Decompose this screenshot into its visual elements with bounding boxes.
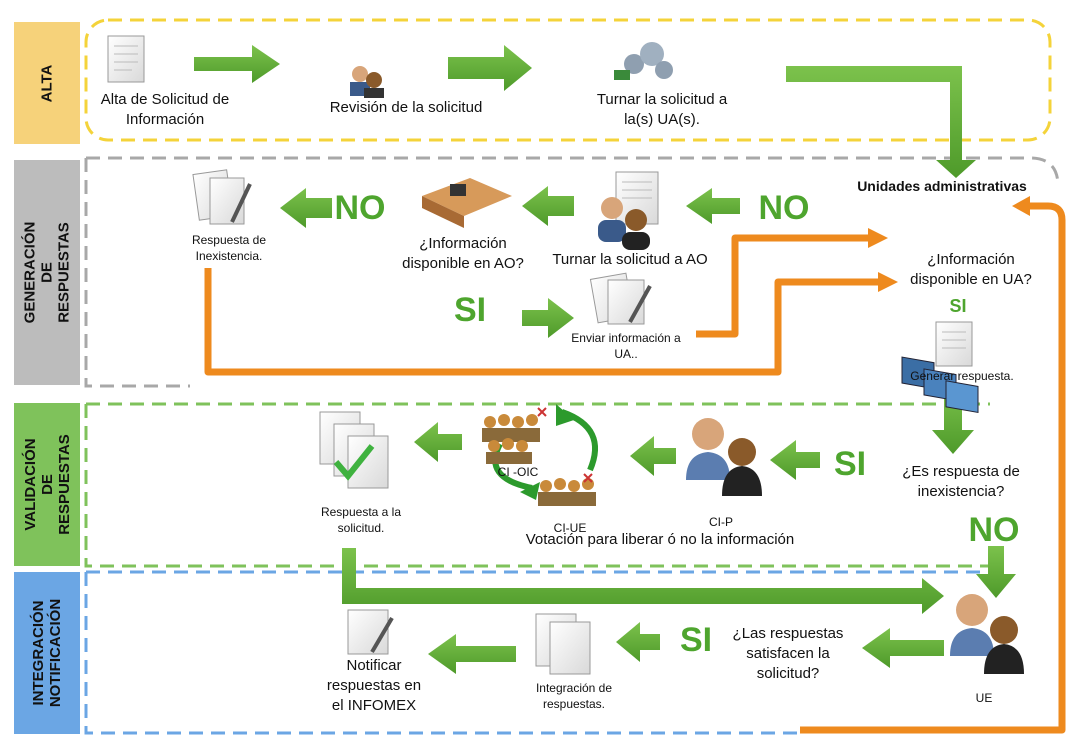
- lane-border-integracion: [84, 570, 990, 735]
- step-notificar-infomex: Notificar respuestas en el INFOMEX: [326, 657, 422, 714]
- label-si-ua: SI: [949, 296, 967, 316]
- cycle-arrowhead-2: [520, 482, 540, 500]
- person-pair-icon-revision: [350, 66, 384, 98]
- lane-border-generacion: [84, 156, 1060, 388]
- lane-border-validacion: [84, 402, 1000, 568]
- gears-icon: [614, 42, 673, 80]
- label-no-ao: NO: [334, 189, 386, 227]
- office-desk-icon: [422, 178, 512, 228]
- label-ci-oic: CI -OIC: [497, 465, 539, 479]
- document-pen-icon-notificar: [347, 609, 394, 655]
- document-stack-icon-integracion: [535, 613, 591, 675]
- step-integracion-respuestas: Integración de respuestas.: [535, 681, 613, 711]
- orange-arrowhead-ua-2: [878, 272, 898, 292]
- person-pair-icon-turnar-ao: [598, 197, 650, 250]
- label-si-ao: SI: [453, 291, 487, 329]
- label-ue: UE: [975, 691, 993, 705]
- unidades-administrativas-title: Unidades administrativas: [857, 178, 1027, 194]
- label-ci-p: CI-P: [709, 515, 733, 529]
- group-icon-ci-oic: [482, 414, 540, 464]
- document-icon-generar: [935, 321, 973, 367]
- question-satisfacen: ¿Las respuestas satisfacen la solicitud?: [732, 625, 844, 682]
- step-revision: Revisión de la solicitud: [329, 99, 483, 116]
- lane-box-integracion: [14, 572, 80, 734]
- lane-border-alta: [84, 18, 1052, 142]
- step-turnar-ua: Turnar la solicitud a la(s) UA(s).: [596, 91, 728, 128]
- orange-connectors: [204, 202, 1066, 734]
- person-pair-icon-cip: [686, 418, 762, 496]
- document-pen-icon-enviar: [589, 272, 652, 325]
- step-enviar-info: Enviar información a UA..: [571, 331, 681, 361]
- label-si-integracion: SI: [679, 621, 713, 659]
- label-no-ua: NO: [758, 189, 810, 227]
- step-generar-respuesta: Generar respuesta.: [910, 369, 1014, 383]
- vote-marks: [537, 407, 593, 483]
- label-no-validacion: NO: [968, 511, 1020, 549]
- green-arrows: [194, 45, 1016, 674]
- person-pair-icon-ue: [950, 594, 1024, 674]
- lane-label-alta: ALTA: [38, 64, 56, 102]
- orange-arrowhead-loop: [1012, 196, 1030, 216]
- lane-label-generacion: GENERACIÓN DE RESPUESTAS: [21, 221, 73, 324]
- lane-label-validacion: VALIDACIÓN DE RESPUESTAS: [21, 434, 73, 535]
- cycle-arrowhead-1: [556, 404, 574, 426]
- group-icon-ci-ue: [538, 478, 596, 506]
- orange-arrowhead-ua-1: [868, 228, 888, 248]
- document-check-icon-respuesta: [319, 411, 389, 489]
- document-pen-icon-inexistencia: [192, 169, 252, 225]
- label-si-validacion: SI: [833, 445, 867, 483]
- step-alta-solicitud: Alta de Solicitud de Información: [100, 91, 230, 128]
- lane-box-generacion: [14, 160, 80, 385]
- step-respuesta-inexistencia: Respuesta de Inexistencia.: [191, 233, 267, 263]
- question-ao: ¿Información disponible en AO?: [402, 235, 524, 272]
- label-ci-ue: CI-UE: [553, 521, 587, 535]
- question-inexistencia: ¿Es respuesta de inexistencia?: [902, 463, 1020, 500]
- step-turnar-ao: Turnar la solicitud a AO: [552, 251, 708, 268]
- screens-icon-ua: [901, 356, 979, 414]
- step-respuesta-solicitud: Respuesta a la solicitud.: [320, 505, 402, 535]
- lane-box-validacion: [14, 403, 80, 566]
- label-votacion: Votación para liberar ó no la informació…: [525, 531, 795, 548]
- question-ua: ¿Información disponible en UA?: [910, 251, 1032, 288]
- document-icon-alta: [107, 35, 145, 83]
- lane-label-integracion: INTEGRACIÓN NOTIFICACIÓN: [30, 598, 65, 708]
- lane-box-alta: [14, 22, 80, 144]
